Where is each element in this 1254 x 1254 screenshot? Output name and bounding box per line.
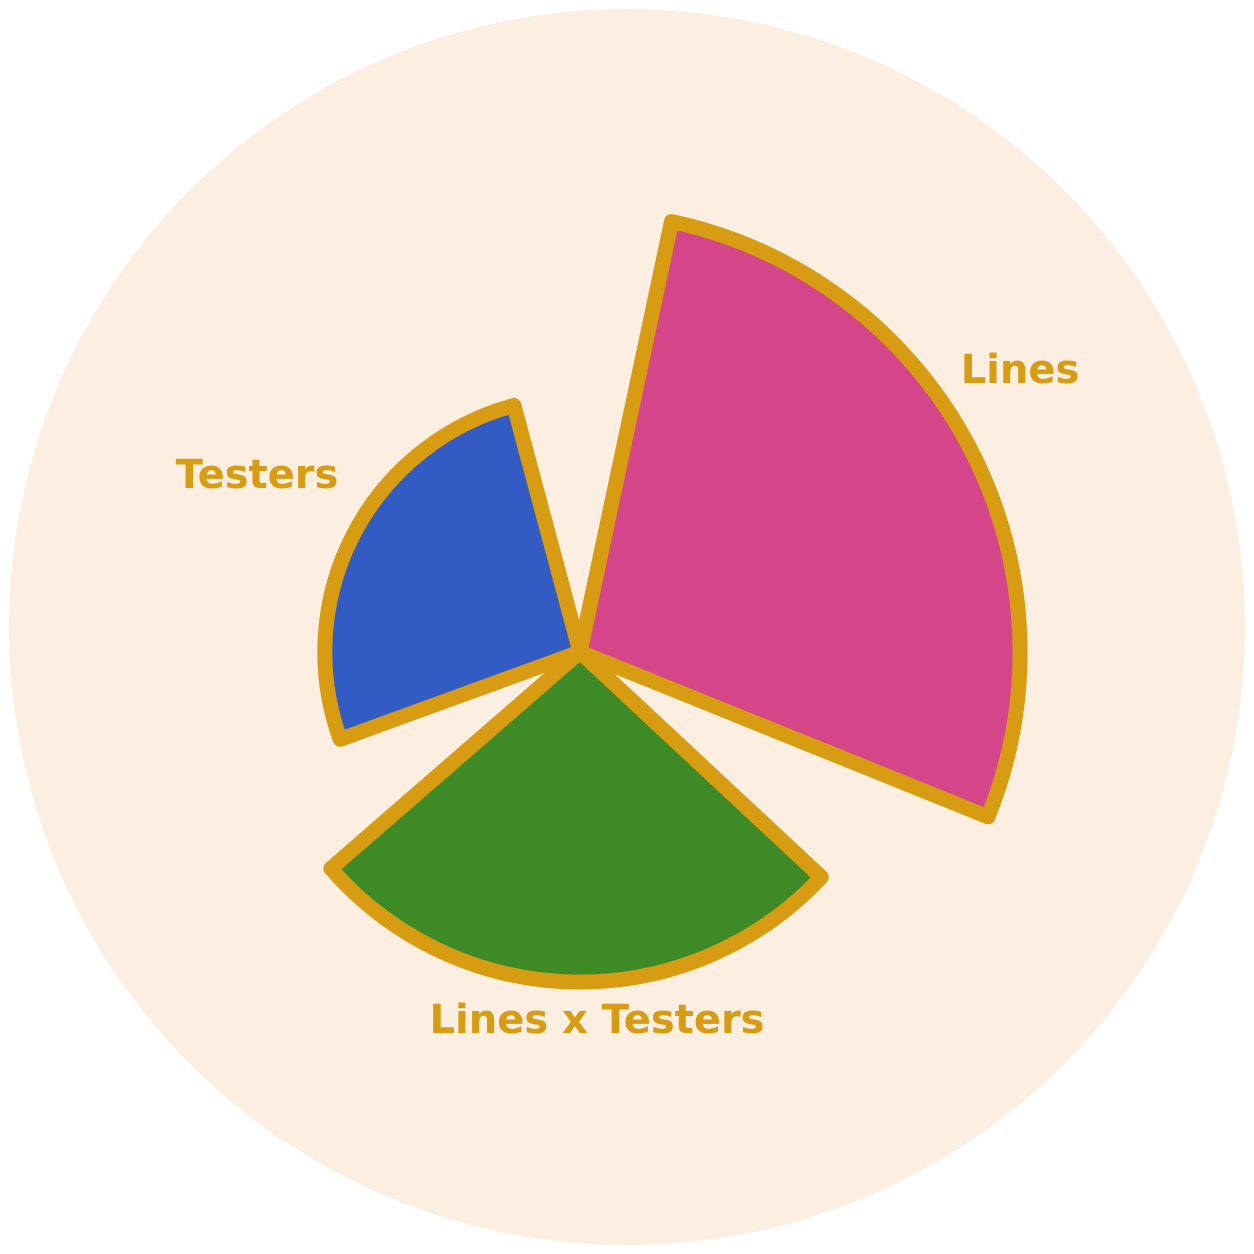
slice-testers [317,398,588,747]
label-lines-x-testers: Lines x Testers [430,997,765,1043]
label-testers: Testers [176,452,339,498]
slice-lines-x-testers [323,644,829,990]
pie-slices [317,214,1028,990]
label-lines: Lines [961,347,1080,393]
slice-lines [572,214,1028,825]
